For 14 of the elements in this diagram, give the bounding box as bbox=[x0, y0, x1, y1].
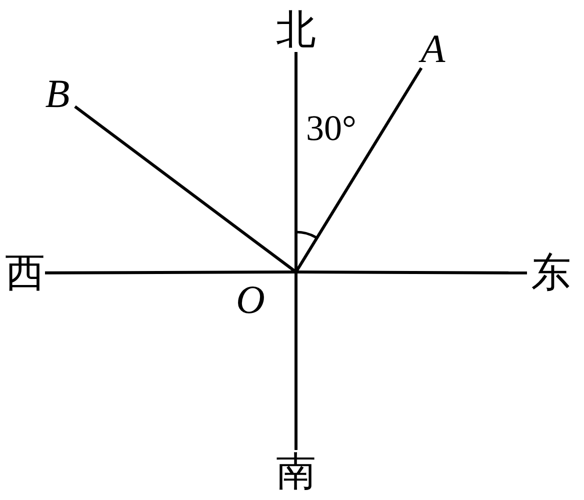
ray-line bbox=[294, 67, 423, 273]
ray-line bbox=[294, 272, 298, 450]
direction-label: 北 bbox=[276, 8, 316, 52]
ray-line bbox=[294, 52, 298, 272]
ray-line bbox=[74, 105, 297, 274]
point-label: B bbox=[40, 75, 75, 112]
point-label: O bbox=[236, 272, 296, 320]
angle-label: 30° bbox=[306, 110, 356, 146]
point-label: A bbox=[418, 30, 448, 68]
ray-line bbox=[45, 270, 296, 274]
ray-line bbox=[296, 270, 527, 274]
direction-label: 西 bbox=[5, 252, 45, 294]
direction-label: 南 bbox=[276, 450, 316, 494]
direction-label: 东 bbox=[527, 252, 575, 294]
